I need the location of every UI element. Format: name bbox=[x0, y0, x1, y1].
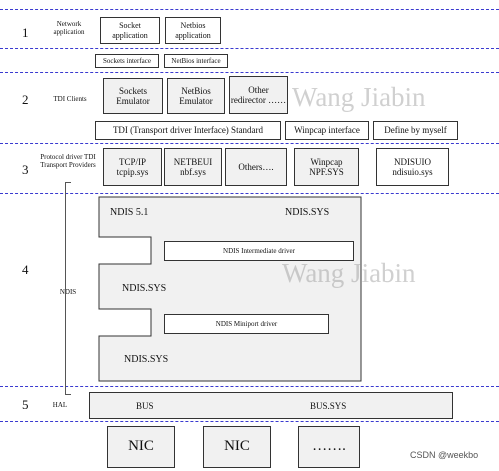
separator-line bbox=[0, 48, 499, 49]
watermark: Wang Jiabin bbox=[282, 258, 416, 288]
ndisuio-box: NDISUIO ndisuio.sys bbox=[376, 148, 449, 186]
watermark: Wang Jiabin bbox=[292, 82, 426, 112]
separator-line bbox=[0, 386, 499, 387]
csdn-credit: CSDN @weekbo bbox=[410, 450, 479, 460]
level-3-number: 3 bbox=[22, 162, 29, 177]
tcpip-box: TCP/IP tcpip.sys bbox=[103, 148, 162, 186]
ndis-51-label: NDIS 5.1 bbox=[110, 207, 149, 218]
bracket-tick bbox=[65, 182, 71, 183]
protocol-driver-label: Protocol driver TDI Transport Providers bbox=[40, 153, 96, 170]
sockets-interface-box: Sockets interface bbox=[95, 54, 159, 68]
level-5-number: 5 bbox=[22, 397, 29, 412]
winpcap-npf-box: Winpcap NPF.SYS bbox=[294, 148, 359, 186]
bus-sys-label: BUS.SYS bbox=[310, 401, 347, 411]
bus-box bbox=[89, 392, 453, 419]
bracket-tick bbox=[65, 394, 71, 395]
socket-application-box: Socket application bbox=[100, 17, 160, 44]
separator-line bbox=[0, 143, 499, 144]
others-protocol-box: Others…. bbox=[225, 148, 287, 186]
netbios-emulator-box: NetBios Emulator bbox=[167, 78, 225, 114]
tdi-standard-box: TDI (Transport driver Interface) Standar… bbox=[95, 121, 281, 140]
tdi-clients-label: TDI Clients bbox=[53, 95, 87, 103]
nic-box-1: NIC bbox=[107, 426, 175, 468]
level-4-number: 4 bbox=[22, 262, 29, 277]
nic-box-2: NIC bbox=[203, 426, 271, 468]
winpcap-interface-box: Winpcap interface bbox=[285, 121, 369, 140]
ndis-label: NDIS bbox=[59, 288, 77, 296]
separator-line bbox=[0, 9, 499, 10]
level-2-number: 2 bbox=[22, 92, 29, 107]
netbeui-box: NETBEUI nbf.sys bbox=[164, 148, 222, 186]
ndis-miniport-driver-box: NDIS Miniport driver bbox=[164, 314, 329, 334]
netbios-application-box: Netbios application bbox=[165, 17, 221, 44]
separator-line bbox=[0, 72, 499, 73]
hal-label: HAL bbox=[52, 401, 68, 409]
level-1-number: 1 bbox=[22, 25, 29, 40]
sockets-emulator-box: Sockets Emulator bbox=[103, 78, 163, 114]
ndis-bracket-line bbox=[65, 182, 66, 394]
ndis-intermediate-driver-box: NDIS Intermediate driver bbox=[164, 241, 354, 261]
define-by-myself-box: Define by myself bbox=[373, 121, 458, 140]
network-application-label: Network application bbox=[53, 20, 85, 37]
ndis-sys-mid-label: NDIS.SYS bbox=[122, 283, 167, 294]
separator-line bbox=[0, 421, 499, 422]
bus-label: BUS bbox=[136, 401, 154, 411]
other-redirector-box: Other redirector …… bbox=[229, 76, 288, 114]
more-nic-box: ……. bbox=[298, 426, 360, 468]
ndis-sys-top-label: NDIS.SYS bbox=[285, 207, 330, 218]
ndis-sys-bottom-label: NDIS.SYS bbox=[124, 354, 169, 365]
separator-line bbox=[0, 193, 499, 194]
netbios-interface-box: NetBios interface bbox=[164, 54, 228, 68]
